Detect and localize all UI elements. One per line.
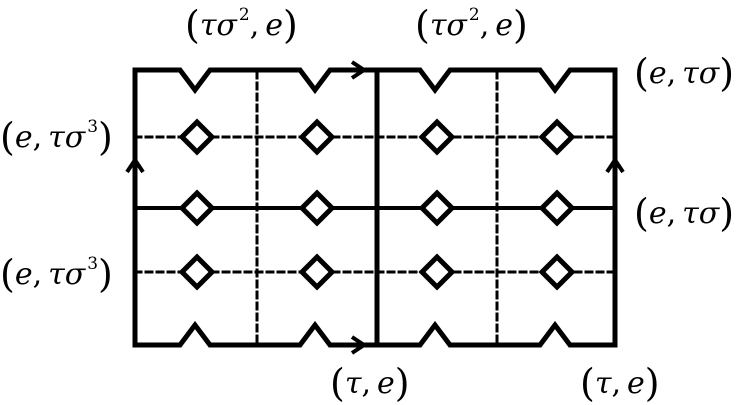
- diamond-node: [178, 253, 216, 291]
- diamond-node: [178, 189, 216, 227]
- diamond-node: [538, 189, 576, 227]
- diamond-node: [538, 118, 576, 156]
- label-right-top: (e,τσ): [634, 51, 735, 95]
- diamond-node: [418, 118, 456, 156]
- arrow-right-icon: [350, 60, 368, 80]
- label-bottom-right: (τ,e): [580, 361, 660, 405]
- diamond-node: [298, 253, 336, 291]
- top-zigzag-edge: [132, 67, 618, 95]
- arrow-right-icon: [350, 335, 368, 355]
- label-right-mid: (e,τσ): [634, 191, 735, 235]
- arrow-up-icon: [125, 156, 145, 174]
- arrow-up-icon: [605, 156, 625, 174]
- label-bottom-center: (τ,e): [330, 361, 410, 405]
- diamond-node: [538, 253, 576, 291]
- diamond-node: [418, 189, 456, 227]
- diamond-node: [418, 253, 456, 291]
- bottom-zigzag-edge: [132, 320, 618, 348]
- diamond-node: [298, 189, 336, 227]
- diamond-node: [298, 118, 336, 156]
- diamond-node: [178, 118, 216, 156]
